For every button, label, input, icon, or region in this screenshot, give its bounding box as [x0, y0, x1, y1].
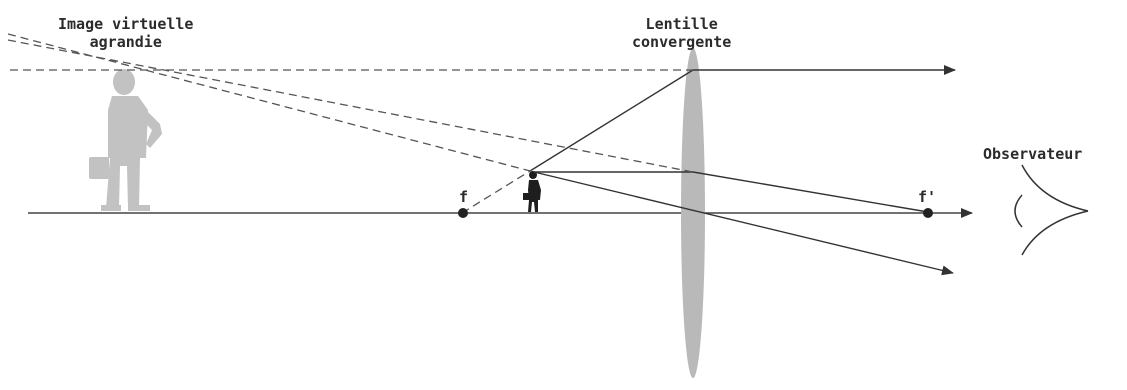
ray-to-lens-top: [529, 69, 694, 172]
focal-label-f-prime: f': [918, 188, 937, 206]
observer-eye: [1014, 164, 1089, 256]
ray-through-centre: [533, 171, 954, 276]
converging-lens: [681, 48, 705, 378]
dashed-extension-2: [7, 33, 535, 173]
virtual-image-figure: [89, 69, 162, 211]
virtual-image-label-line1: Image virtuelle: [58, 15, 194, 33]
lens-label-line2: convergente: [632, 33, 732, 51]
rays: [529, 65, 956, 276]
virtual-image-label-line2: agrandie: [89, 33, 162, 51]
virtual-image-label: Image virtuelle agrandie: [58, 15, 193, 51]
focal-label-f: f: [459, 188, 469, 206]
lens-label-line1: Lentille: [645, 15, 718, 33]
object-figure: [523, 171, 541, 212]
lens-label: Lentille convergente: [632, 15, 731, 51]
focal-point-f: [458, 208, 468, 218]
focal-point-f-prime: [923, 208, 933, 218]
virtual-extensions: [7, 33, 694, 214]
dashed-from-focus: [461, 170, 531, 214]
ray-through-focus: [692, 171, 929, 213]
observer-label: Observateur: [983, 145, 1083, 163]
